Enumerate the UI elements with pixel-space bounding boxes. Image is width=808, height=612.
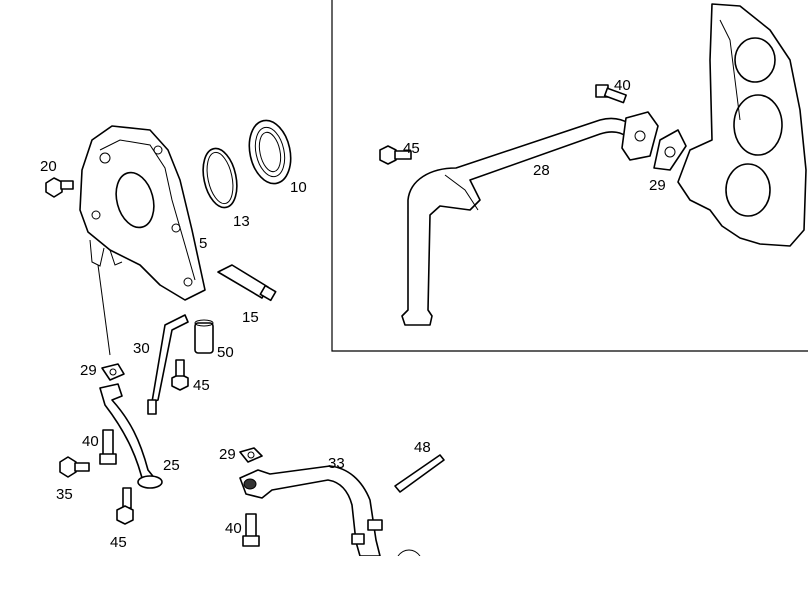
part-40-bolt-b	[242, 513, 260, 547]
part-33-pipe	[239, 465, 383, 557]
part-10-seal	[248, 119, 292, 185]
partial-part-bottom	[397, 549, 421, 557]
bottom-margin	[0, 556, 808, 612]
label-10: 10	[290, 179, 307, 196]
label-30: 30	[133, 340, 150, 357]
part-13-o-ring	[202, 147, 238, 209]
part-20-bolt	[45, 177, 74, 198]
label-35: 35	[56, 486, 73, 503]
part-engine-block	[677, 3, 807, 247]
label-45-a: 45	[193, 377, 210, 394]
part-labels: 20 5 13 10 15 30 50 29 45 40 35 25 45 29…	[40, 77, 666, 551]
label-40-c: 40	[614, 77, 631, 94]
label-48: 48	[414, 439, 431, 456]
part-25-pickup-tube	[99, 383, 163, 489]
inset-frame	[331, 0, 808, 352]
label-45-c: 45	[403, 140, 420, 157]
label-29-c: 29	[649, 177, 666, 194]
part-29-gasket-b	[239, 447, 263, 463]
label-20: 20	[40, 158, 57, 175]
part-48-strap	[394, 454, 445, 493]
label-15: 15	[242, 309, 259, 326]
part-35-bolt	[59, 456, 90, 478]
part-29-gasket-a	[101, 363, 125, 381]
part-15-sealant-tube	[217, 264, 277, 302]
label-45-b: 45	[110, 534, 127, 551]
label-25: 25	[163, 457, 180, 474]
part-30-bracket	[147, 314, 189, 415]
label-29-a: 29	[80, 362, 97, 379]
label-29-b: 29	[219, 446, 236, 463]
part-45-bolt-c	[379, 145, 412, 165]
part-45-bolt-b	[116, 487, 134, 525]
label-5: 5	[199, 235, 207, 252]
part-29-gasket-c	[653, 129, 687, 171]
label-40-a: 40	[82, 433, 99, 450]
label-33: 33	[328, 455, 345, 472]
label-13: 13	[233, 213, 250, 230]
part-50-sleeve	[194, 319, 214, 354]
part-cover-housing	[79, 125, 206, 301]
leader-line-29	[97, 264, 111, 356]
part-40-bolt-c	[595, 84, 627, 104]
label-28: 28	[533, 162, 550, 179]
part-28-pipe	[401, 111, 659, 326]
part-40-bolt-a	[99, 429, 117, 465]
label-40-b: 40	[225, 520, 242, 537]
label-50: 50	[217, 344, 234, 361]
part-45-bolt-a	[171, 359, 189, 391]
